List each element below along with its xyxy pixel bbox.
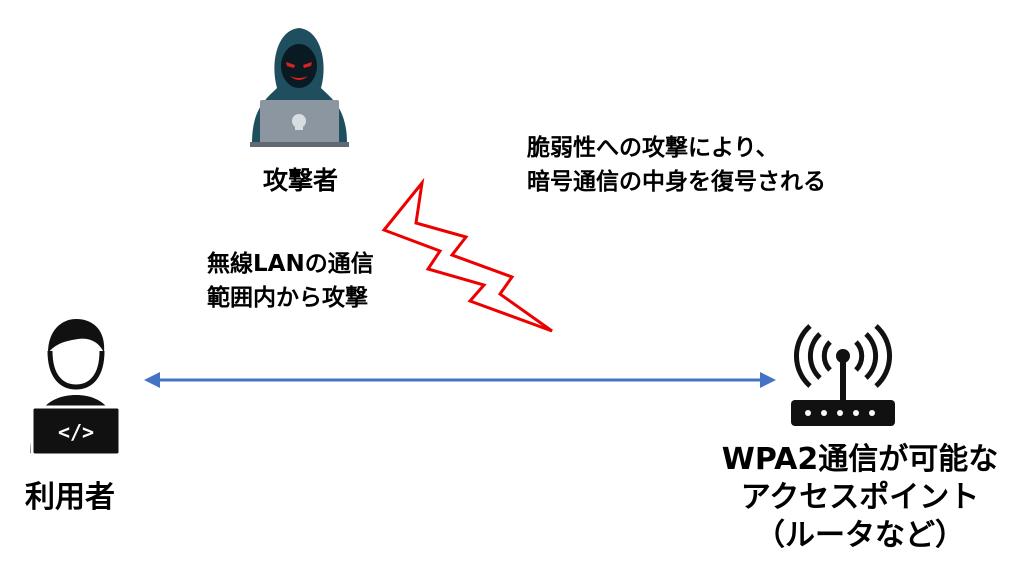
user-icon: </> <box>30 319 122 455</box>
router-icon <box>791 324 895 426</box>
lightning-bolt-icon <box>381 177 553 333</box>
attack-note-line2: 暗号通信の中身を復号される <box>527 169 826 195</box>
access-point-line3: （ルータなど） <box>755 518 965 553</box>
access-point-line2: アクセスポイント <box>740 480 980 515</box>
range-note-line1: 無線LANの通信 <box>207 251 374 277</box>
svg-text:</>: </> <box>58 420 94 444</box>
attacker-label: 攻撃者 <box>263 166 339 195</box>
user-label: 利用者 <box>25 480 115 515</box>
attack-note-line1: 脆弱性への攻撃により、 <box>527 135 779 161</box>
range-note-line2: 範囲内から攻撃 <box>207 285 368 311</box>
hacker-icon <box>250 28 349 147</box>
access-point-line1: WPA2通信が可能な <box>721 442 999 477</box>
connection-arrow <box>144 372 776 388</box>
